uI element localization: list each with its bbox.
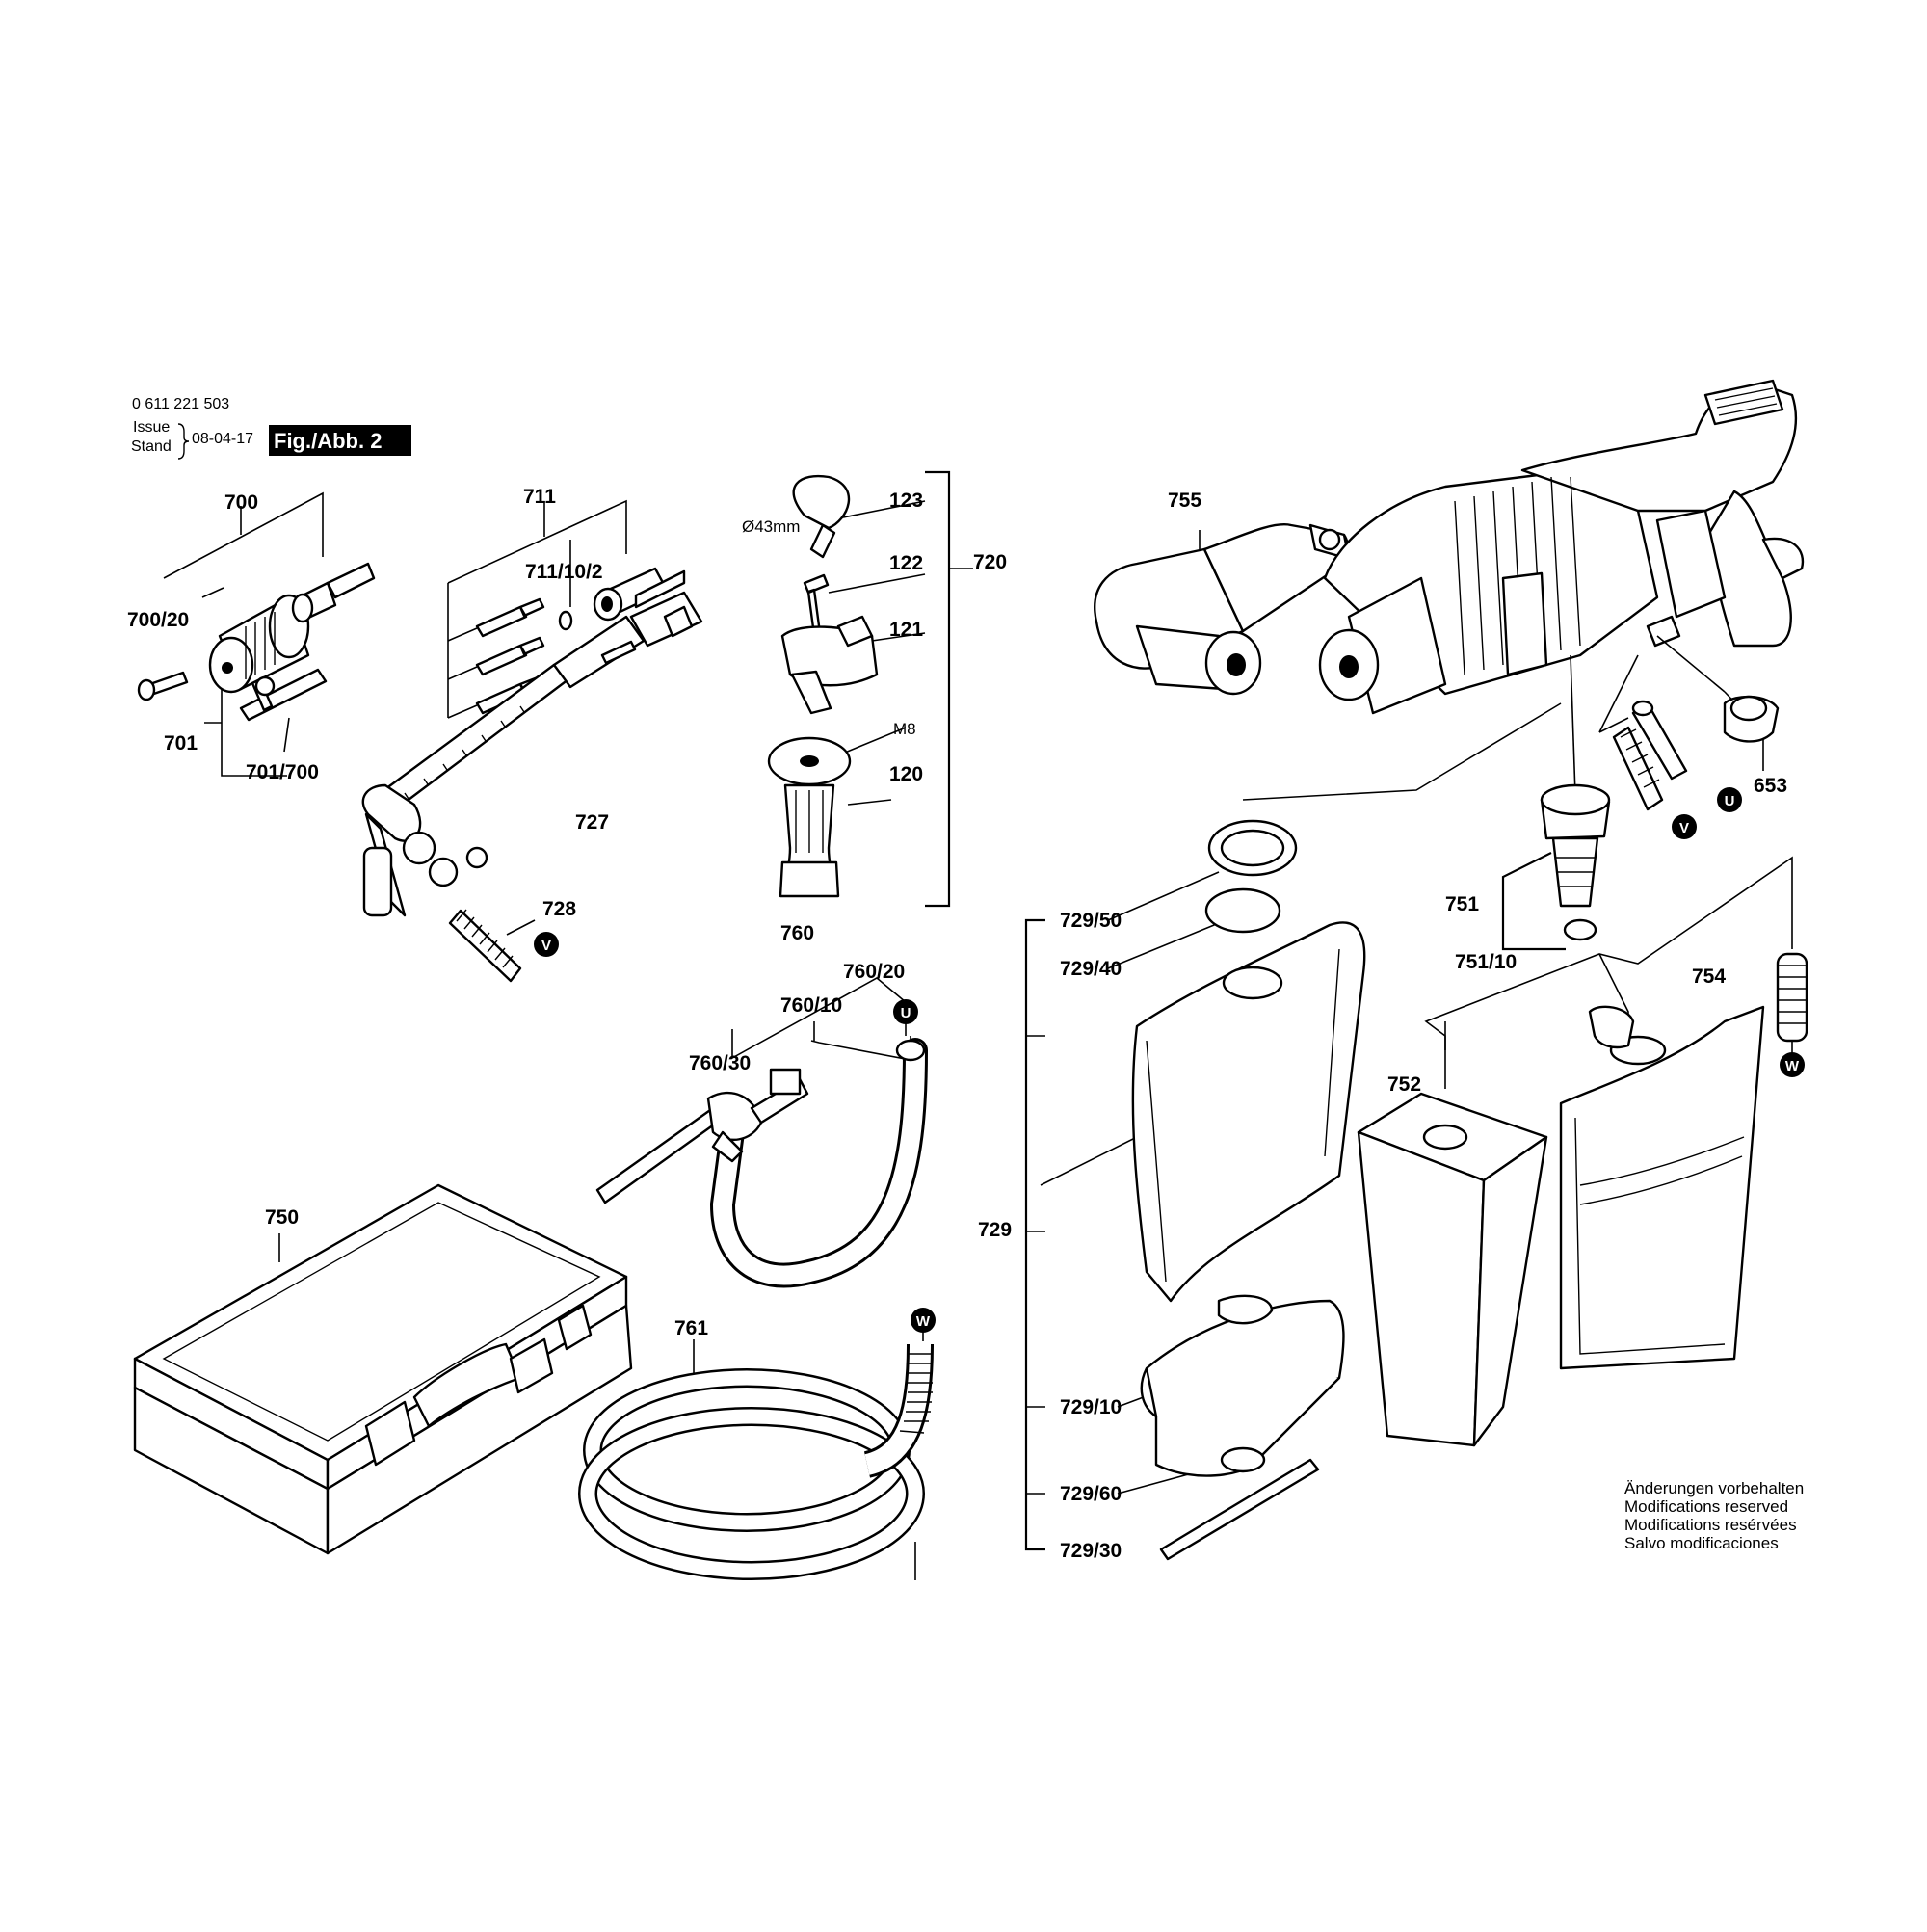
connector-w-2-label: W (1785, 1058, 1800, 1074)
group-751: 751 751/10 (1445, 654, 1611, 973)
connector-v-2-label: V (1679, 820, 1689, 836)
figure-label: Fig./Abb. 2 (274, 429, 382, 453)
label-755: 755 (1168, 490, 1201, 512)
label-727: 727 (575, 811, 609, 834)
hose-760-20 (709, 1038, 928, 1288)
label-728: 728 (542, 898, 576, 920)
dust-container-729-10 (1140, 1294, 1345, 1477)
label-122: 122 (889, 552, 923, 574)
label-754: 754 (1692, 966, 1726, 988)
label-700-20: 700/20 (127, 609, 189, 631)
spring-w (1776, 952, 1808, 1043)
label-123: 123 (889, 490, 923, 512)
note-en: Modifications reserved (1624, 1497, 1788, 1516)
figure-badge (269, 425, 411, 456)
label-720: 720 (973, 551, 1007, 573)
clamp-band-123 (792, 474, 851, 530)
right-angle-attachment-755: 755 (1094, 490, 1351, 696)
note-fr: Modifications resérvées (1624, 1516, 1797, 1534)
adapter-751 (1540, 783, 1611, 908)
o-ring-751-10 (1563, 918, 1597, 941)
label-761: 761 (674, 1317, 708, 1339)
label-751-10: 751/10 (1455, 951, 1517, 973)
label-760-30: 760/30 (689, 1052, 751, 1074)
label-729-60: 729/60 (1060, 1483, 1122, 1505)
part-number: 0 611 221 503 (132, 396, 229, 412)
label-120: 120 (889, 763, 923, 785)
o-ring-729-40 (1204, 887, 1281, 934)
group-752-754: W 752 754 (1357, 856, 1808, 1447)
label-760: 760 (780, 922, 814, 944)
label-711: 711 (523, 486, 556, 508)
brace (177, 423, 190, 460)
connector-v (534, 932, 559, 957)
group-729-dust-box: 729/50 729/40 729 729/10 729/60 729/30 (978, 702, 1562, 1562)
group-761-hose: W 761 (578, 1308, 936, 1580)
issue-date: 08-04-17 (192, 431, 253, 447)
group-653: V U 653 (1598, 635, 1787, 839)
group-727-728: V 727 728 (361, 569, 703, 983)
bit-holder (593, 567, 669, 622)
bit-2 (475, 636, 545, 676)
connector-w-2 (1780, 1052, 1805, 1077)
label-729-40: 729/40 (1060, 958, 1122, 980)
modification-notes: Änderungen vorbehalten Modifications res… (1624, 1479, 1804, 1552)
label-729-10: 729/10 (1060, 1396, 1122, 1418)
depth-gauge-727 (361, 569, 703, 917)
label-750: 750 (265, 1206, 299, 1229)
connector-u-label: U (901, 1005, 911, 1021)
spring-left (1612, 726, 1664, 811)
connector-v-2 (1672, 814, 1697, 839)
fleece-bag-754 (1559, 1005, 1765, 1370)
spring-728 (448, 909, 522, 983)
label-729-50: 729/50 (1060, 910, 1122, 932)
carrying-case-750: 750 (133, 1183, 633, 1555)
screw-700-20 (137, 671, 189, 701)
label-729-30: 729/30 (1060, 1540, 1122, 1562)
sds-adapter (291, 562, 376, 623)
label-653: 653 (1754, 775, 1787, 797)
connector-w-label: W (916, 1313, 931, 1330)
label-701: 701 (164, 732, 198, 754)
label-760-10: 760/10 (780, 994, 842, 1017)
cap-729-60 (1220, 1446, 1266, 1473)
label-729: 729 (978, 1219, 1012, 1241)
paper-bag-752 (1357, 1092, 1548, 1447)
connector-w (911, 1308, 936, 1333)
note-de: Änderungen vorbehalten (1624, 1479, 1804, 1497)
connector-u-2 (1717, 787, 1742, 812)
label-711-10-2: 711/10/2 (525, 561, 603, 583)
label-121: 121 (889, 619, 923, 641)
group-760: U 760 760/20 760/10 760/30 (595, 922, 928, 1288)
stand-label: Stand (131, 438, 172, 455)
label-752: 752 (1387, 1073, 1421, 1096)
filter-bag-729 (1131, 921, 1366, 1303)
profile-729-30 (1159, 1458, 1320, 1561)
label-751: 751 (1445, 893, 1479, 915)
label-760-20: 760/20 (843, 961, 905, 983)
rotary-hammer (1318, 379, 1805, 715)
label-701-700: 701/700 (246, 761, 319, 783)
group-720-aux-handle: 123 Ø43mm 122 720 121 M8 120 (742, 470, 1007, 908)
bit-1 (475, 597, 545, 638)
chuck-key (239, 668, 328, 722)
connector-u (893, 999, 918, 1024)
side-handle-120 (767, 736, 852, 898)
group-700-drill-chuck: 700 700/20 701 701/700 (127, 491, 376, 783)
retaining-ring (558, 610, 573, 631)
header: 0 611 221 503 Issue Stand 08-04-17 Fig./… (131, 396, 411, 460)
label-diameter-43mm: Ø43mm (742, 517, 800, 536)
drill-stand-760-30 (595, 1068, 809, 1204)
issue-label: Issue (133, 419, 170, 436)
knob-653 (1723, 695, 1780, 743)
label-700: 700 (224, 491, 258, 514)
connector-v-label: V (541, 938, 551, 954)
connector-u-2-label: U (1725, 793, 1735, 809)
drill-chuck (208, 594, 310, 694)
note-es: Salvo modificaciones (1624, 1534, 1779, 1552)
label-m8: M8 (893, 720, 916, 738)
